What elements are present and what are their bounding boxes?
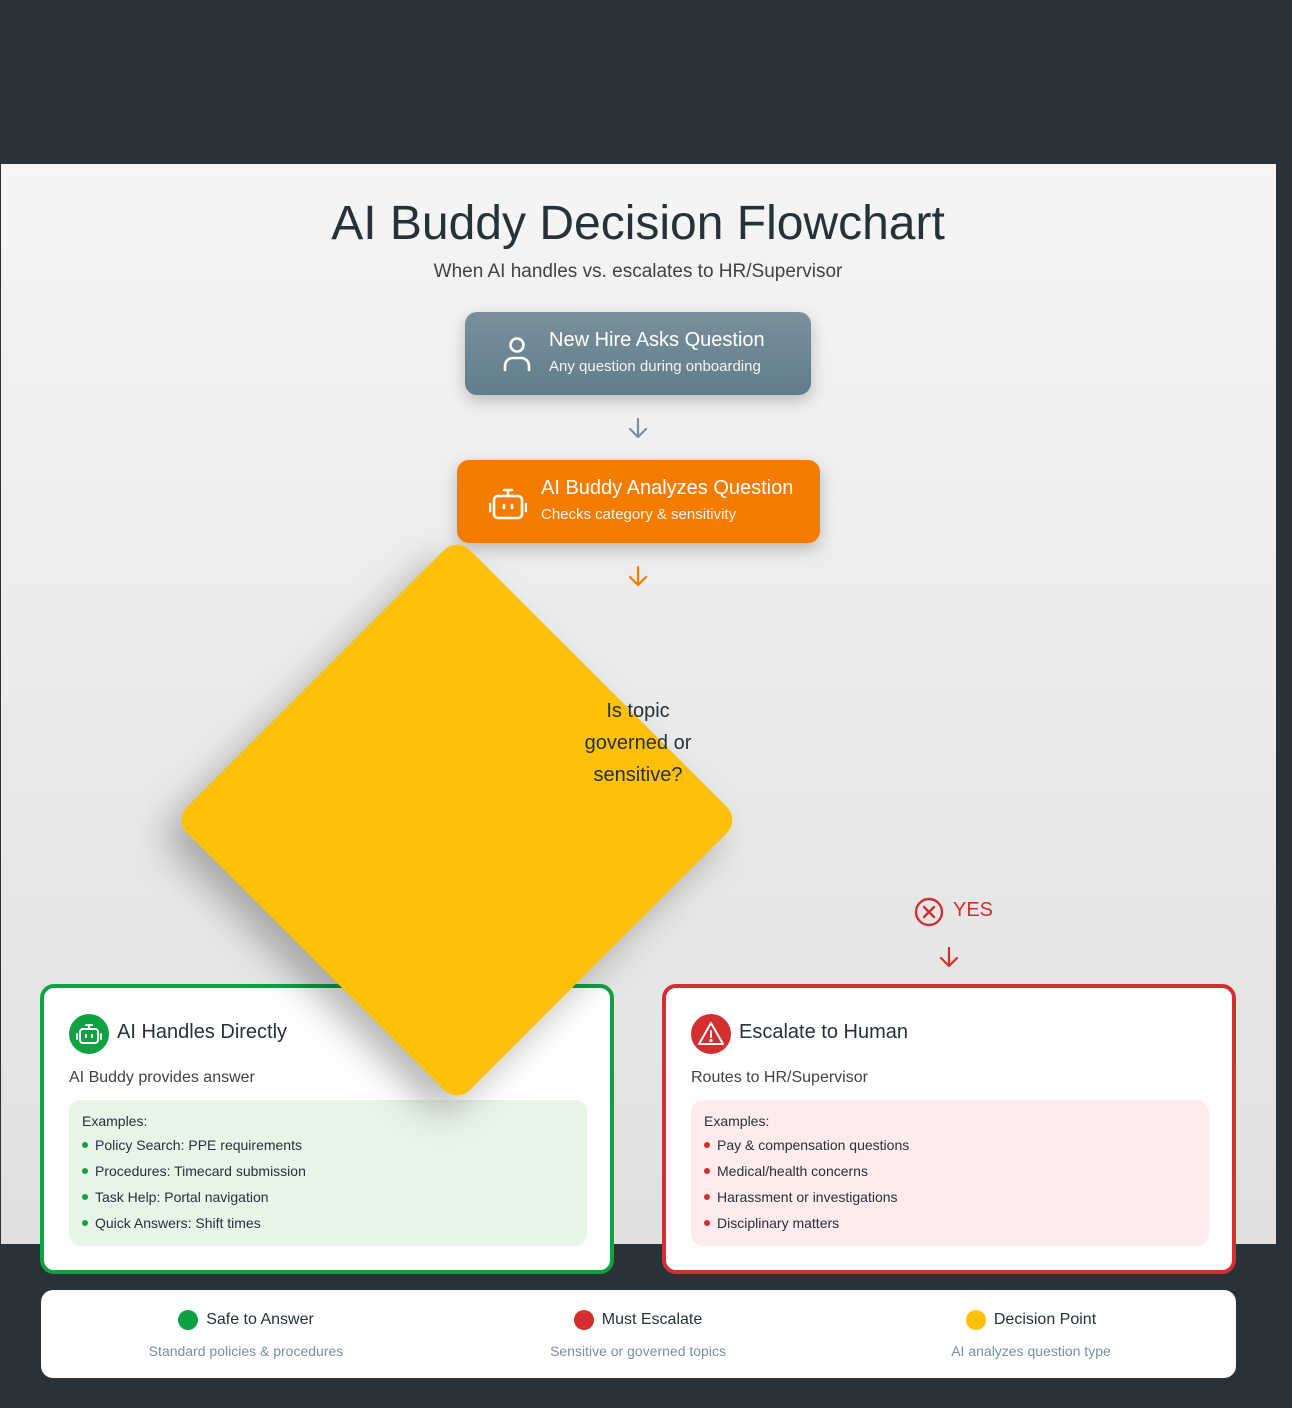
start-node: New Hire Asks Question Any question duri…: [465, 312, 811, 395]
example-text: Quick Answers: Shift times: [95, 1215, 261, 1231]
escalate-examples-list: Pay & compensation questions Medical/hea…: [704, 1137, 909, 1241]
examples-label: Examples:: [704, 1113, 770, 1129]
example-text: Policy Search: PPE requirements: [95, 1137, 302, 1153]
bullet-dot: [704, 1168, 710, 1174]
list-item: Harassment or investigations: [704, 1189, 909, 1215]
x-circle-icon: [914, 897, 944, 932]
ai-handles-title: AI Handles Directly: [117, 1021, 288, 1043]
legend-item-decision: Decision Point AI analyzes question type: [881, 1310, 1181, 1359]
legend-description: Sensitive or governed topics: [550, 1343, 726, 1359]
analyze-node: AI Buddy Analyzes Question Checks catego…: [457, 460, 820, 543]
analyze-node-subtitle: Checks category & sensitivity: [541, 506, 737, 523]
list-item: Pay & compensation questions: [704, 1137, 909, 1163]
bullet-dot: [704, 1220, 710, 1226]
bullet-dot: [704, 1142, 710, 1148]
example-text: Pay & compensation questions: [717, 1137, 910, 1153]
example-text: Task Help: Portal navigation: [95, 1189, 269, 1205]
legend-label: Safe to Answer: [206, 1311, 314, 1328]
yes-branch-label: YES: [953, 899, 994, 921]
list-item: Task Help: Portal navigation: [82, 1189, 306, 1215]
analyze-node-title: AI Buddy Analyzes Question: [541, 477, 794, 499]
bullet-dot: [82, 1220, 88, 1226]
legend-item-safe: Safe to Answer Standard policies & proce…: [96, 1310, 396, 1359]
legend-description: Standard policies & procedures: [148, 1343, 344, 1359]
example-text: Procedures: Timecard submission: [95, 1163, 306, 1179]
list-item: Procedures: Timecard submission: [82, 1163, 306, 1189]
examples-label: Examples:: [82, 1113, 148, 1129]
escalate-card: Escalate to Human Routes to HR/Superviso…: [662, 984, 1236, 1274]
bullet-dot: [704, 1194, 710, 1200]
page-subtitle: When AI handles vs. escalates to HR/Supe…: [433, 261, 843, 282]
list-item: Medical/health concerns: [704, 1163, 909, 1189]
warning-icon: [691, 1014, 731, 1054]
start-node-subtitle: Any question during onboarding: [549, 358, 761, 375]
robot-icon: [488, 486, 528, 527]
legend-dot: [965, 1310, 986, 1330]
legend-dot: [178, 1310, 199, 1330]
legend-label: Decision Point: [993, 1311, 1097, 1328]
ai-examples-list: Policy Search: PPE requirements Procedur…: [82, 1137, 306, 1241]
page-title: AI Buddy Decision Flowchart: [331, 197, 945, 250]
legend-item-escalate: Must Escalate Sensitive or governed topi…: [488, 1310, 788, 1359]
legend-label: Must Escalate: [601, 1311, 703, 1328]
ai-handles-description: AI Buddy provides answer: [69, 1069, 255, 1086]
legend-description: AI analyzes question type: [951, 1343, 1111, 1359]
list-item: Policy Search: PPE requirements: [82, 1137, 306, 1163]
decision-text: Is topic governed or sensitive?: [584, 700, 692, 786]
arrow-down-icon: [628, 565, 648, 587]
arrow-down-icon: [628, 417, 648, 439]
bullet-dot: [82, 1142, 88, 1148]
ai-examples-box: Examples: Policy Search: PPE requirement…: [69, 1100, 587, 1246]
bullet-dot: [82, 1194, 88, 1200]
user-icon: [501, 336, 533, 377]
example-text: Harassment or investigations: [717, 1189, 898, 1205]
escalate-title: Escalate to Human: [739, 1021, 908, 1043]
list-item: Disciplinary matters: [704, 1215, 909, 1241]
example-text: Disciplinary matters: [717, 1215, 840, 1231]
list-item: Quick Answers: Shift times: [82, 1215, 306, 1241]
arrow-down-icon: [939, 946, 959, 968]
escalate-examples-box: Examples: Pay & compensation questions M…: [691, 1100, 1209, 1246]
legend-dot: [573, 1310, 594, 1330]
escalate-description: Routes to HR/Supervisor: [691, 1069, 868, 1086]
robot-icon: [69, 1014, 109, 1054]
example-text: Medical/health concerns: [717, 1163, 868, 1179]
start-node-title: New Hire Asks Question: [549, 329, 765, 351]
legend: Safe to Answer Standard policies & proce…: [41, 1290, 1236, 1378]
bullet-dot: [82, 1168, 88, 1174]
